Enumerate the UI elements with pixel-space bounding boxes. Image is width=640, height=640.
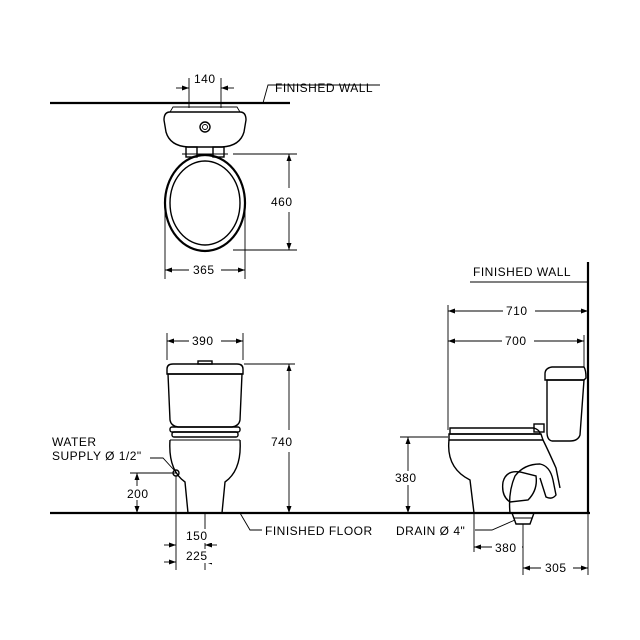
plan-flush-button — [199, 121, 211, 133]
dim-740-text: 740 — [271, 435, 293, 449]
dim-710-text-bg — [503, 303, 535, 317]
dim-740-arrowhead-bottom — [286, 506, 292, 513]
dim-365-arrowhead-left — [165, 267, 172, 273]
side-trapway — [501, 471, 538, 503]
drain-leader — [475, 519, 516, 531]
front-tank-body — [167, 373, 243, 428]
plan-view: FINISHED WALL 140 460 — [50, 72, 380, 279]
dim-710-text: 710 — [506, 304, 528, 318]
dim-365-text-bg — [189, 262, 221, 276]
side-drain-outlet — [511, 512, 535, 525]
side-seat-ring — [448, 433, 544, 441]
dim-365-text: 365 — [193, 263, 215, 277]
side-bowl-back — [542, 439, 561, 489]
dim-150-text-bg — [182, 529, 218, 543]
dim-305-arrowhead-left — [523, 565, 530, 571]
front-bowl — [169, 439, 241, 514]
dim-140-arrowhead-left — [182, 85, 189, 91]
dim-140-arrowhead-right — [221, 85, 228, 91]
dim-380h-arrowhead-bottom — [405, 506, 411, 513]
plan-finished-wall-label: FINISHED WALL — [275, 81, 373, 95]
dim-150-arrowhead-right — [205, 542, 212, 548]
dim-390-arrowhead-left — [167, 338, 174, 344]
dim-710-arrowhead-left — [448, 308, 455, 314]
dim-150-arrowhead-left — [169, 542, 176, 548]
dim-150-text: 150 — [186, 529, 208, 543]
plan-seat-outline — [163, 153, 247, 253]
plan-wall-leader — [262, 84, 380, 104]
water-supply-label-1: WATER — [52, 435, 97, 449]
side-seat-lid — [449, 427, 541, 435]
front-seat-lid — [169, 426, 241, 433]
dim-380d-text-bg — [492, 540, 522, 554]
dim-200-text: 200 — [127, 487, 149, 501]
plan-flush-button-inner — [202, 124, 208, 130]
dim-700-text: 700 — [505, 334, 527, 348]
side-bowl — [447, 439, 557, 514]
dim-225-arrowhead-left — [169, 559, 176, 565]
dim-305-arrowhead-right — [581, 565, 588, 571]
water-supply-label-2: SUPPLY Ø 1/2" — [52, 449, 142, 463]
dim-390-arrowhead-right — [236, 338, 243, 344]
dim-200-arrowhead-bottom — [134, 506, 140, 513]
dim-225-text-bg — [182, 549, 218, 563]
side-tank-lid — [544, 366, 587, 381]
dim-365-arrowhead-right — [238, 267, 245, 273]
front-flush-button-box — [197, 360, 213, 365]
drain-label: DRAIN Ø 4" — [396, 524, 465, 538]
dim-390-text-bg — [189, 333, 221, 347]
side-hinge — [533, 423, 545, 433]
dim-225-text: 225 — [186, 549, 208, 563]
dim-200-text-bg — [126, 486, 156, 500]
dim-380h-text: 380 — [395, 471, 417, 485]
plan-lid-outline — [169, 160, 241, 246]
dim-380h-text-bg — [393, 471, 423, 485]
dim-305-text: 305 — [545, 561, 567, 575]
side-tank-body — [546, 379, 585, 442]
dim-200-arrowhead-top — [134, 473, 140, 480]
front-view: WATER SUPPLY Ø 1/2" 390 740 200 150 — [52, 333, 295, 570]
dim-710-arrowhead-right — [581, 308, 588, 314]
dim-700-text-bg — [502, 333, 534, 347]
water-supply-leader — [150, 457, 175, 471]
side-view: FINISHED WALL 710 700 38 — [393, 262, 590, 575]
dim-390-text: 390 — [192, 334, 214, 348]
side-finished-wall-label: FINISHED WALL — [473, 265, 571, 279]
dim-460-arrowhead-top — [286, 154, 292, 161]
dim-380h-arrowhead-top — [405, 437, 411, 444]
dim-460-arrowhead-bottom — [286, 243, 292, 250]
floor-leader — [239, 512, 262, 531]
dim-740-arrowhead-top — [286, 364, 292, 371]
dim-305-text-bg — [541, 561, 573, 575]
dim-140-text: 140 — [194, 72, 216, 86]
finished-floor-label: FINISHED FLOOR — [265, 524, 373, 538]
front-seat-ring — [171, 431, 239, 438]
dim-700-arrowhead-right — [577, 338, 584, 344]
dim-380d-text: 380 — [495, 541, 517, 555]
dim-380d-arrowhead-left — [474, 544, 481, 550]
plan-tank-lid-edge — [169, 106, 241, 113]
dim-700-arrowhead-left — [448, 338, 455, 344]
front-tank-lid — [166, 363, 244, 375]
dim-460-text: 460 — [271, 195, 293, 209]
